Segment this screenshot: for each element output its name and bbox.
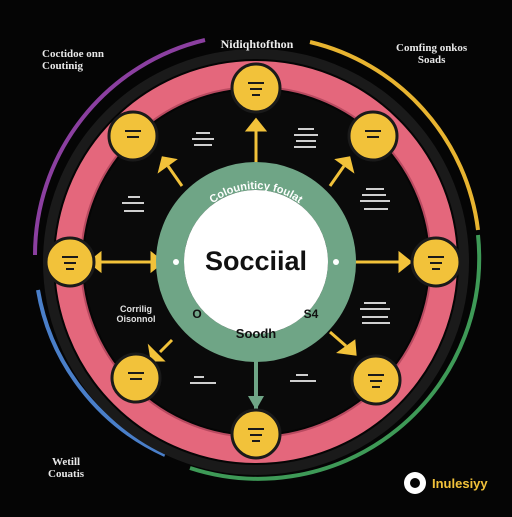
mid-left-label-2: Oisonnol (117, 314, 156, 324)
arrow-head-top (244, 117, 268, 132)
corner-top-left: Coctidoe onn Coutinig (42, 48, 104, 72)
brand-logo: Inulesiyy (404, 472, 488, 494)
arrow-head-upper-left (157, 156, 178, 174)
hub-left-dot (173, 259, 179, 265)
outer-arc-yellow (309, 40, 480, 231)
arrow-head-right (398, 250, 413, 274)
brand-name: Inulesiyy (432, 475, 488, 491)
hub-bottom-text: Soodh (236, 326, 276, 341)
arrow-head-lower-left (147, 343, 166, 362)
corner-top-right-line-1: Comfing onkos (396, 42, 468, 54)
node-glyphs (62, 82, 444, 442)
outer-arc-green (189, 234, 482, 481)
corner-bottom-left: Wetill Couatis (48, 456, 84, 480)
arrow-head-upper-right (334, 156, 355, 174)
hub-left-mark: O (192, 307, 201, 321)
green-hub-ring (156, 162, 356, 362)
hub-center (184, 190, 328, 334)
corner-top-right: Comfing onkos Soads (396, 42, 467, 66)
corner-top-left-line-1: Coctidoe onn (42, 48, 105, 60)
arrow-head-lower-right (336, 339, 357, 356)
inner-label-scribbles (122, 128, 390, 384)
hub-right-mark: S4 (304, 307, 319, 321)
brand-circle-icon (404, 472, 426, 494)
outer-arc-blue (36, 289, 166, 457)
top-title: Nidiqhtofthon (221, 37, 294, 51)
hub-title: Socciial (205, 246, 307, 276)
corner-top-right-line-2: Soads (417, 54, 446, 66)
corner-top-left-line-2: Coutinig (42, 60, 83, 72)
corner-bottom-left-line-1: Wetill (51, 456, 81, 468)
corner-bottom-left-line-2: Couatis (48, 468, 85, 480)
hub-right-dot (333, 259, 339, 265)
arrow-head-bottom (248, 396, 264, 410)
outer-arc-purple (33, 38, 206, 256)
mid-left-label-1: Corrilig (120, 304, 152, 314)
